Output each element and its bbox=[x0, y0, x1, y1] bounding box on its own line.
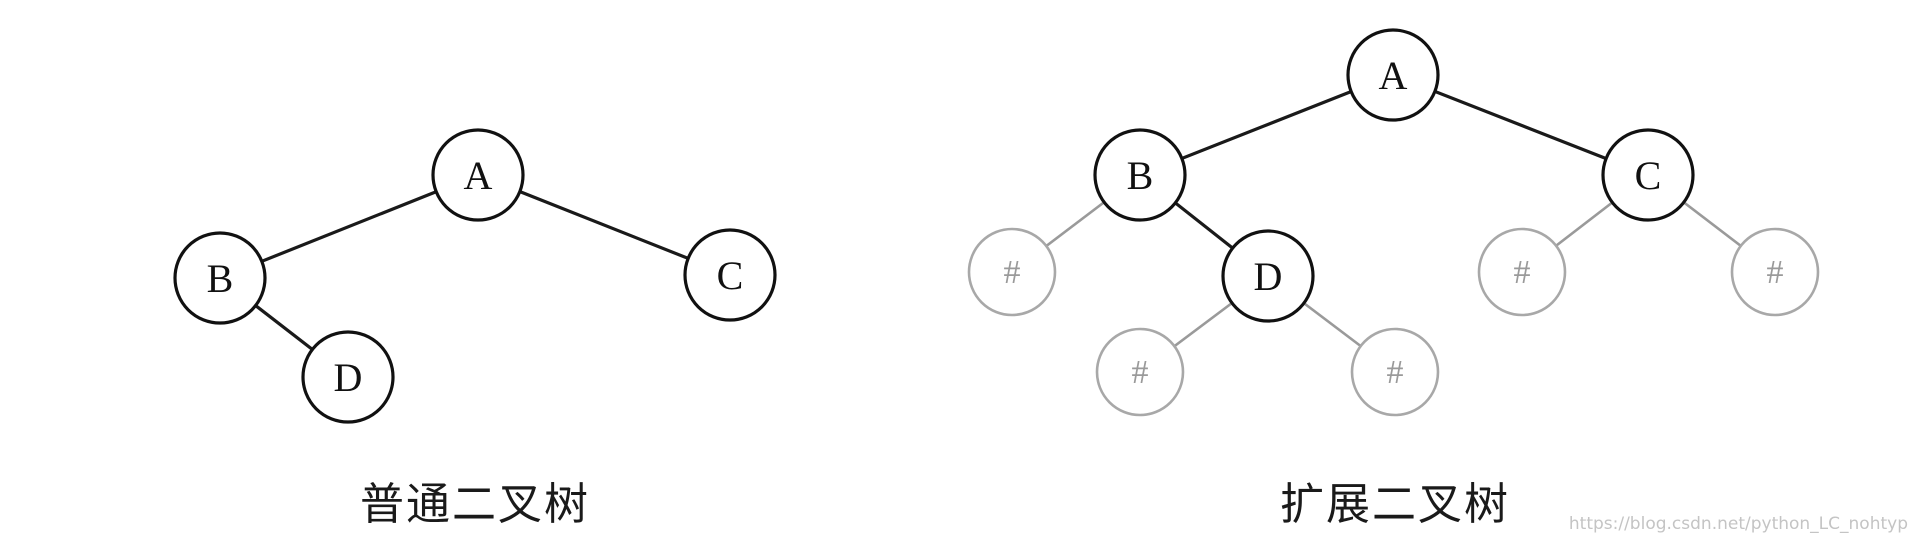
node-right-A: A bbox=[1346, 28, 1440, 122]
edges-layer bbox=[219, 73, 1776, 379]
node-circle bbox=[1221, 229, 1315, 323]
node-left-A: A bbox=[431, 128, 525, 222]
node-circle bbox=[301, 330, 395, 424]
node-label: D bbox=[334, 355, 363, 400]
node-right-D: D bbox=[1221, 229, 1315, 323]
node-right-B: B bbox=[1093, 128, 1187, 222]
node-right-null-1: # bbox=[967, 227, 1057, 317]
node-right-null-4: # bbox=[1477, 227, 1567, 317]
node-circle bbox=[1093, 128, 1187, 222]
node-left-B: B bbox=[173, 231, 267, 325]
node-right-C: C bbox=[1601, 128, 1695, 222]
node-label: # bbox=[1387, 354, 1404, 391]
node-label: B bbox=[207, 256, 234, 301]
node-circle bbox=[683, 228, 777, 322]
node-label: C bbox=[717, 253, 744, 298]
node-circle bbox=[431, 128, 525, 222]
node-label: # bbox=[1514, 254, 1531, 291]
node-label: # bbox=[1767, 254, 1784, 291]
node-right-null-2: # bbox=[1095, 327, 1185, 417]
node-label: A bbox=[464, 153, 493, 198]
watermark-text: https://blog.csdn.net/python_LC_nohtyp bbox=[1568, 514, 1908, 534]
node-circle bbox=[1477, 227, 1567, 317]
node-label: B bbox=[1127, 153, 1154, 198]
node-circle bbox=[1095, 327, 1185, 417]
node-label: # bbox=[1004, 254, 1021, 291]
node-circle bbox=[967, 227, 1057, 317]
node-circle bbox=[1350, 327, 1440, 417]
node-circle bbox=[1346, 28, 1440, 122]
node-label: # bbox=[1132, 354, 1149, 391]
node-circle bbox=[173, 231, 267, 325]
nodes-layer: A B C D A B C D # # # # # bbox=[173, 28, 1820, 424]
node-left-C: C bbox=[683, 228, 777, 322]
node-right-null-5: # bbox=[1730, 227, 1820, 317]
node-label: A bbox=[1379, 53, 1408, 98]
node-circle bbox=[1730, 227, 1820, 317]
caption-normal-binary-tree: 普通二叉树 bbox=[360, 479, 590, 530]
node-circle bbox=[1601, 128, 1695, 222]
caption-extended-binary-tree: 扩展二叉树 bbox=[1280, 479, 1510, 530]
node-label: D bbox=[1254, 254, 1283, 299]
node-right-null-3: # bbox=[1350, 327, 1440, 417]
node-left-D: D bbox=[301, 330, 395, 424]
node-label: C bbox=[1635, 153, 1662, 198]
